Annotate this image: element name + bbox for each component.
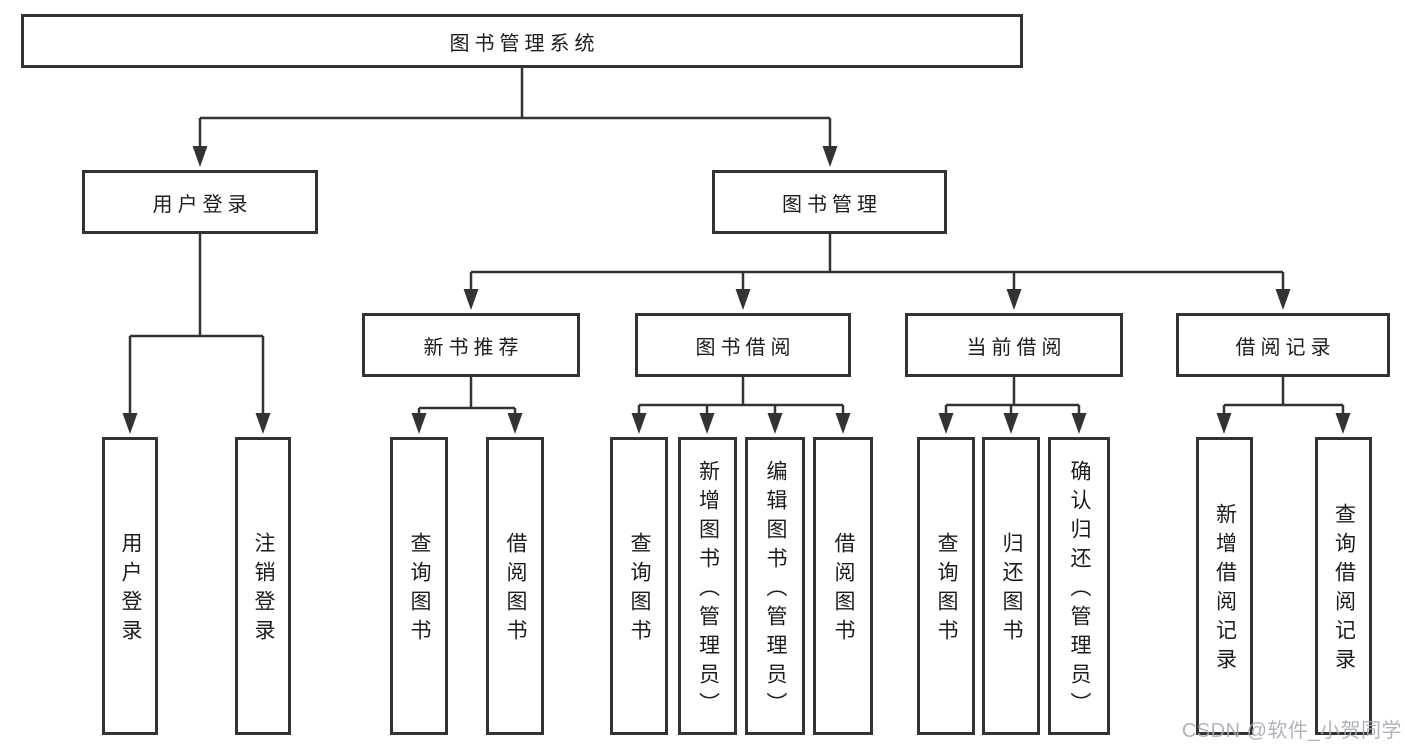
node-borrowing-records: 借阅记录 <box>1176 313 1390 377</box>
node-label: 图书管理 <box>782 193 882 216</box>
arrowhead <box>699 413 715 434</box>
node-label: 查询图书 <box>408 532 431 648</box>
connector-book-borrowing-to-children <box>631 377 851 434</box>
connector-book-management-to-level3 <box>463 234 1291 310</box>
leaf-user-login: 用户登录 <box>102 437 158 735</box>
leaf-return-book: 归还图书 <box>982 437 1040 735</box>
node-label: 用户登录 <box>152 193 253 216</box>
node-current-borrowing: 当前借阅 <box>905 313 1123 377</box>
node-label: 用户登录 <box>119 532 142 648</box>
arrowhead <box>822 146 838 167</box>
leaf-current-query-books: 查询图书 <box>917 437 975 735</box>
node-label: 确认归还（管理员） <box>1068 459 1091 721</box>
node-label: 查询图书 <box>935 532 958 648</box>
connector-user-login-to-children <box>122 234 271 434</box>
node-user-login: 用户登录 <box>82 170 318 234</box>
node-label: 新增借阅记录 <box>1213 503 1237 677</box>
connector-new-book-recommend-to-children <box>411 377 523 434</box>
node-label: 归还图书 <box>1000 532 1023 648</box>
node-book-borrowing: 图书借阅 <box>635 313 851 377</box>
leaf-borrow-book: 借阅图书 <box>813 437 873 735</box>
leaf-logout: 注销登录 <box>235 437 291 735</box>
arrowhead <box>767 413 783 434</box>
leaf-query-borrow-record: 查询借阅记录 <box>1315 437 1372 735</box>
arrowhead <box>1275 289 1291 310</box>
leaf-edit-book-admin: 编辑图书（管理员） <box>745 437 805 735</box>
leaf-recommend-query-books: 查询图书 <box>390 437 448 735</box>
node-root-system: 图书管理系统 <box>21 14 1023 68</box>
node-label: 注销登录 <box>252 532 275 648</box>
node-book-management: 图书管理 <box>712 170 947 234</box>
node-label: 借阅图书 <box>504 532 527 648</box>
arrowhead <box>631 413 647 434</box>
leaf-add-book-admin: 新增图书（管理员） <box>678 437 737 735</box>
node-label: 查询借阅记录 <box>1332 503 1356 677</box>
arrowhead <box>507 413 523 434</box>
connector-borrowing-records-to-children <box>1216 377 1351 434</box>
leaf-recommend-borrow-books: 借阅图书 <box>486 437 544 735</box>
node-label: 编辑图书（管理员） <box>764 459 787 721</box>
connector-current-borrowing-to-children <box>938 377 1087 434</box>
arrowhead <box>1006 289 1022 310</box>
node-new-book-recommend: 新书推荐 <box>362 313 580 377</box>
node-label: 查询图书 <box>628 532 651 648</box>
arrowhead <box>835 413 851 434</box>
leaf-add-borrow-record: 新增借阅记录 <box>1196 437 1253 735</box>
arrowhead <box>1335 413 1351 434</box>
arrowhead <box>1071 413 1087 434</box>
node-label: 借阅记录 <box>1235 336 1336 359</box>
node-label: 图书管理系统 <box>449 32 600 55</box>
leaf-borrowing-query-books: 查询图书 <box>610 437 668 735</box>
arrowhead <box>463 289 479 310</box>
arrowhead <box>411 413 427 434</box>
arrowhead <box>1003 413 1019 434</box>
csdn-watermark: CSDN @软件_小贺同学 <box>1181 720 1402 742</box>
leaf-confirm-return-admin: 确认归还（管理员） <box>1048 437 1110 735</box>
node-label: 借阅图书 <box>832 532 855 648</box>
node-label: 新书推荐 <box>423 336 524 359</box>
connector-root-to-level2 <box>192 68 838 167</box>
arrowhead <box>122 413 138 434</box>
arrowhead <box>192 146 208 167</box>
node-label: 图书借阅 <box>695 336 796 359</box>
node-label: 当前借阅 <box>966 336 1067 359</box>
arrowhead <box>735 289 751 310</box>
arrowhead <box>938 413 954 434</box>
arrowhead <box>255 413 271 434</box>
arrowhead <box>1216 413 1232 434</box>
node-label: 新增图书（管理员） <box>696 459 720 721</box>
